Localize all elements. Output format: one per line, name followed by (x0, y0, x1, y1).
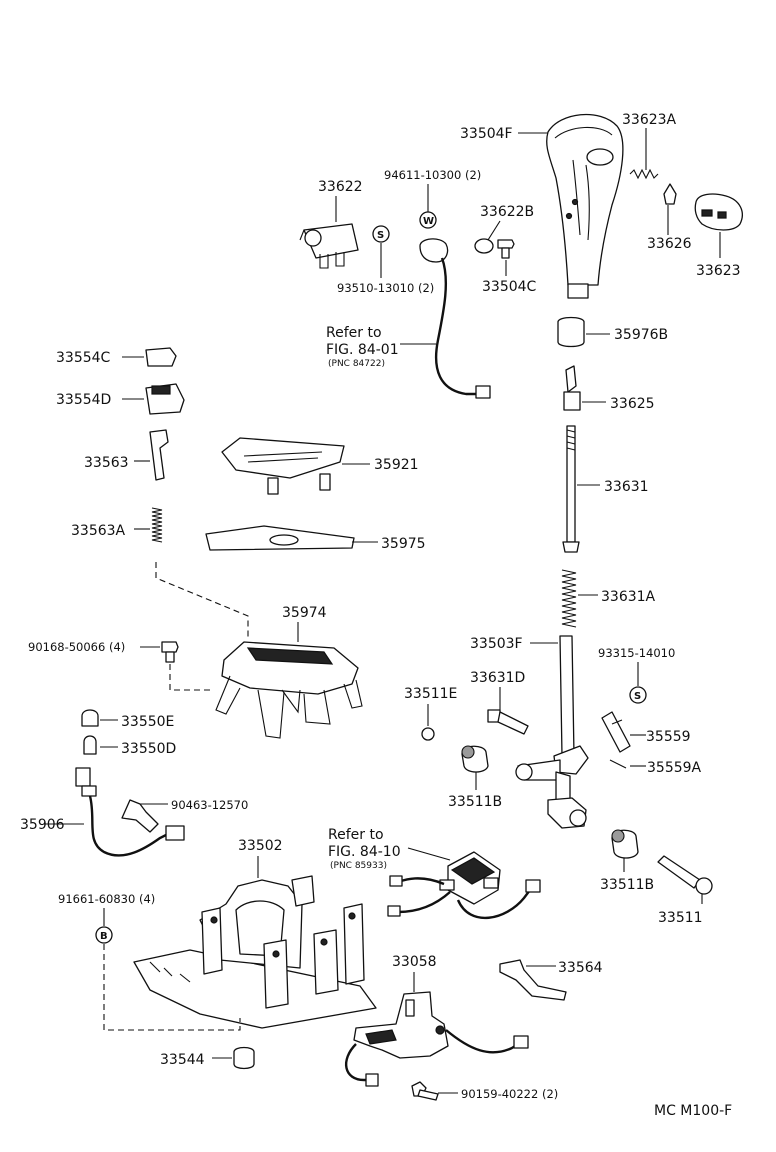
bushing-33511B-a (461, 745, 489, 773)
washer-symbol-s2 (629, 686, 647, 704)
label-33622: 33622 (318, 179, 363, 195)
pin-33563 (149, 429, 169, 481)
label-33563A: 33563A (71, 523, 126, 539)
bushing-33511B-b (611, 829, 639, 859)
shift-knob (546, 113, 624, 299)
clamp-90463 (121, 799, 159, 833)
label-91661: 91661-60830 (4) (58, 892, 155, 906)
label-33503F: 33503F (470, 636, 523, 652)
plate-35921 (221, 437, 345, 495)
label-33623A: 33623A (622, 112, 677, 128)
washer-symbol-s (372, 225, 390, 243)
lock-33622 (299, 223, 359, 269)
label-33622B: 33622B (480, 204, 534, 220)
dashed-leader-c (103, 944, 241, 1031)
lever-33503F (515, 635, 589, 829)
label-33625: 33625 (610, 396, 655, 412)
housing-35974 (215, 641, 363, 739)
spring-35559 (601, 711, 631, 753)
spring-33623A (629, 168, 659, 180)
label-35559A: 35559A (647, 760, 702, 776)
cushion-33544 (233, 1046, 255, 1070)
label-33623: 33623 (696, 263, 741, 279)
label-33511E: 33511E (404, 686, 457, 702)
label-33504F: 33504F (460, 126, 513, 142)
dashed-leader-b (169, 664, 214, 691)
label-33554C: 33554C (56, 350, 111, 366)
base-33502 (133, 875, 377, 1029)
switch-33058 (345, 991, 529, 1087)
svg-text:S: S (377, 230, 384, 241)
label-93510: 93510-13010 (2) (337, 281, 434, 295)
key-switch-wire (419, 238, 491, 399)
bulb-33550D (83, 735, 97, 755)
label-35921: 35921 (374, 457, 419, 473)
button-33623 (694, 193, 743, 231)
label-94611: 94611-10300 (2) (384, 168, 481, 182)
ref2-line2: FIG. 84-10 (328, 844, 401, 860)
pin-33631D (487, 709, 529, 735)
cap-33622B (474, 238, 494, 254)
switch-assembly-8410 (387, 851, 541, 919)
label-93315: 93315-14010 (598, 646, 675, 660)
harness-35906 (75, 767, 185, 857)
spring-33563A (151, 507, 163, 543)
ref1-line1: Refer to (326, 325, 382, 341)
svg-text:S: S (634, 691, 641, 702)
ref2-line1: Refer to (328, 827, 384, 843)
collar-35976B (557, 316, 585, 348)
label-35559: 35559 (646, 729, 691, 745)
label-33511B-b: 33511B (600, 877, 654, 893)
bulb-33550E (81, 709, 99, 727)
label-90159: 90159-40222 (2) (461, 1087, 558, 1101)
label-33563: 33563 (84, 455, 129, 471)
label-33631A: 33631A (601, 589, 656, 605)
label-33504C: 33504C (482, 279, 537, 295)
pin-33511 (657, 855, 713, 895)
clip-33511E (421, 727, 435, 741)
ref1-line2: FIG. 84-01 (326, 342, 399, 358)
cover-33554C (145, 347, 177, 367)
washer-symbol-w (419, 211, 437, 229)
spring-33631A (561, 569, 577, 628)
bolt-90168 (161, 641, 179, 663)
label-35974: 35974 (282, 605, 327, 621)
svg-text:W: W (423, 216, 434, 227)
label-33626: 33626 (647, 236, 692, 252)
label-33544: 33544 (160, 1052, 205, 1068)
label-33631D: 33631D (470, 670, 525, 686)
screw-90159 (411, 1081, 439, 1101)
bolt-symbol-b (95, 926, 113, 944)
ref2-line3: (PNC 85933) (330, 861, 387, 871)
bracket-33564 (499, 959, 567, 1001)
label-35906: 35906 (20, 817, 65, 833)
label-33564: 33564 (558, 960, 603, 976)
dashed-leader-a (155, 562, 249, 640)
label-33554D: 33554D (56, 392, 111, 408)
label-35975: 35975 (381, 536, 426, 552)
label-35976B: 35976B (614, 327, 668, 343)
label-33631: 33631 (604, 479, 649, 495)
switch-33554D (145, 383, 185, 415)
label-33502: 33502 (238, 838, 283, 854)
label-33550D: 33550D (121, 741, 176, 757)
label-33511: 33511 (658, 910, 703, 926)
pin-35559A (609, 759, 627, 769)
svg-text:B: B (100, 931, 108, 942)
rod-33631 (562, 425, 580, 553)
ref1-line3: (PNC 84722) (328, 359, 385, 369)
clip-33626 (663, 183, 677, 205)
label-90463: 90463-12570 (171, 798, 248, 812)
screw-33504C (497, 239, 515, 259)
label-90168: 90168-50066 (4) (28, 640, 125, 654)
label-33511B-a: 33511B (448, 794, 502, 810)
label-33058: 33058 (392, 954, 437, 970)
lock-pin-33625 (563, 365, 581, 411)
label-33550E: 33550E (121, 714, 174, 730)
slide-plate-35975 (205, 525, 355, 551)
diagram-code: MC M100-F (654, 1103, 732, 1119)
